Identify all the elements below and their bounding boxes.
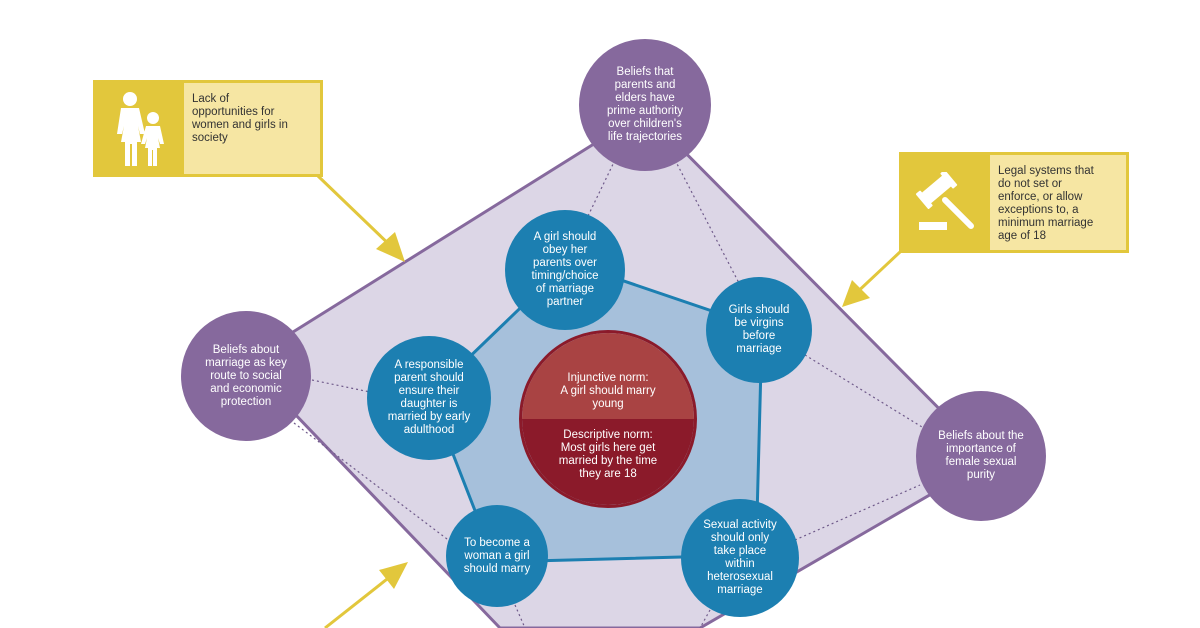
- injunctive-norm-half: Injunctive norm: A girl should marry you…: [522, 333, 694, 419]
- norm-sexual-activity-text: Sexual activity should only take place w…: [703, 519, 777, 596]
- belief-parental-authority-text: Beliefs that parents and elders have pri…: [606, 66, 684, 143]
- norm-virgins-text: Girls should be virgins before marriage: [728, 304, 790, 355]
- arrows: [316, 174, 902, 628]
- norm-become-woman-text: To become a woman a girl should marry: [463, 536, 531, 575]
- norm-become-woman: To become a woman a girl should marry: [446, 505, 548, 607]
- norm-obey-parents: A girl should obey her parents over timi…: [505, 210, 625, 330]
- belief-parental-authority: Beliefs that parents and elders have pri…: [579, 39, 711, 171]
- norm-obey-parents-text: A girl should obey her parents over timi…: [531, 231, 599, 308]
- callout-legal-systems: Legal systems that do not set or enforce…: [899, 152, 1129, 253]
- descriptive-norm-half: Descriptive norm: Most girls here get ma…: [522, 419, 694, 505]
- injunctive-norm-text: Injunctive norm: A girl should marry you…: [560, 372, 656, 410]
- woman-and-girl-icon: [96, 83, 184, 174]
- gavel-icon: [902, 155, 990, 250]
- norm-responsible-parent: A responsible parent should ensure their…: [367, 336, 491, 460]
- belief-marriage-protection-text: Beliefs about marriage as key route to s…: [205, 343, 287, 408]
- belief-marriage-protection: Beliefs about marriage as key route to s…: [181, 311, 311, 441]
- callout-lack-of-opportunities: Lack of opportunities for women and girl…: [93, 80, 323, 177]
- callout-legal-text: Legal systems that do not set or enforce…: [998, 165, 1094, 242]
- norm-virgins-before-marriage: Girls should be virgins before marriage: [706, 277, 812, 383]
- central-norm-circle: Injunctive norm: A girl should marry you…: [519, 330, 697, 508]
- descriptive-norm-text: Descriptive norm: Most girls here get ma…: [558, 429, 658, 480]
- belief-sexual-purity: Beliefs about the importance of female s…: [916, 391, 1046, 521]
- callout-opportunities-text: Lack of opportunities for women and girl…: [192, 93, 288, 144]
- norm-responsible-parent-text: A responsible parent should ensure their…: [387, 359, 471, 436]
- norm-sexual-activity: Sexual activity should only take place w…: [681, 499, 799, 617]
- belief-sexual-purity-text: Beliefs about the importance of female s…: [938, 430, 1024, 481]
